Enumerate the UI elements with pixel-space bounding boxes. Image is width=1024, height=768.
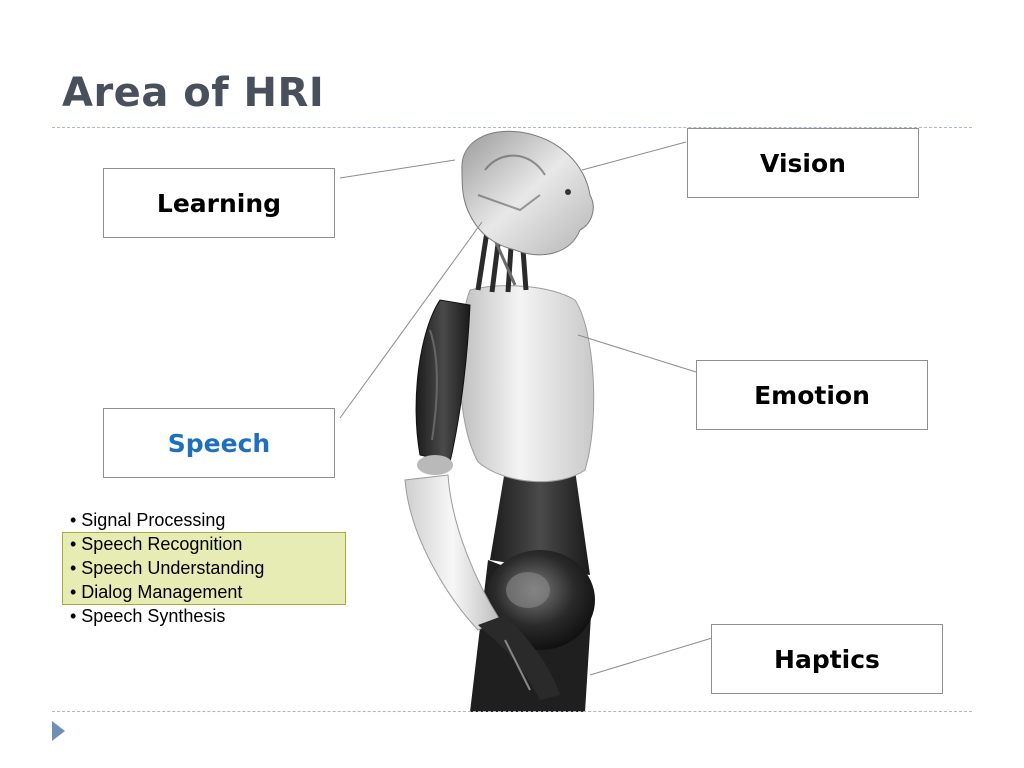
list-item: • Speech Recognition	[70, 534, 243, 554]
vision-box: Vision	[687, 128, 919, 198]
top-divider	[52, 127, 972, 128]
list-item: • Speech Understanding	[70, 558, 265, 578]
highlight-box	[62, 532, 346, 605]
speech-box: Speech	[103, 408, 335, 478]
play-triangle-icon	[52, 721, 65, 741]
list-item: • Speech Synthesis	[70, 606, 226, 626]
list-item: • Dialog Management	[70, 582, 243, 602]
emotion-box: Emotion	[696, 360, 928, 430]
slide-title: Area of HRI	[62, 70, 325, 116]
list-item: • Signal Processing	[70, 510, 226, 530]
speech-topic-list: • Signal Processing • Speech Recognition…	[70, 508, 350, 628]
learning-box: Learning	[103, 168, 335, 238]
haptics-box: Haptics	[711, 624, 943, 694]
bottom-divider	[52, 711, 972, 712]
